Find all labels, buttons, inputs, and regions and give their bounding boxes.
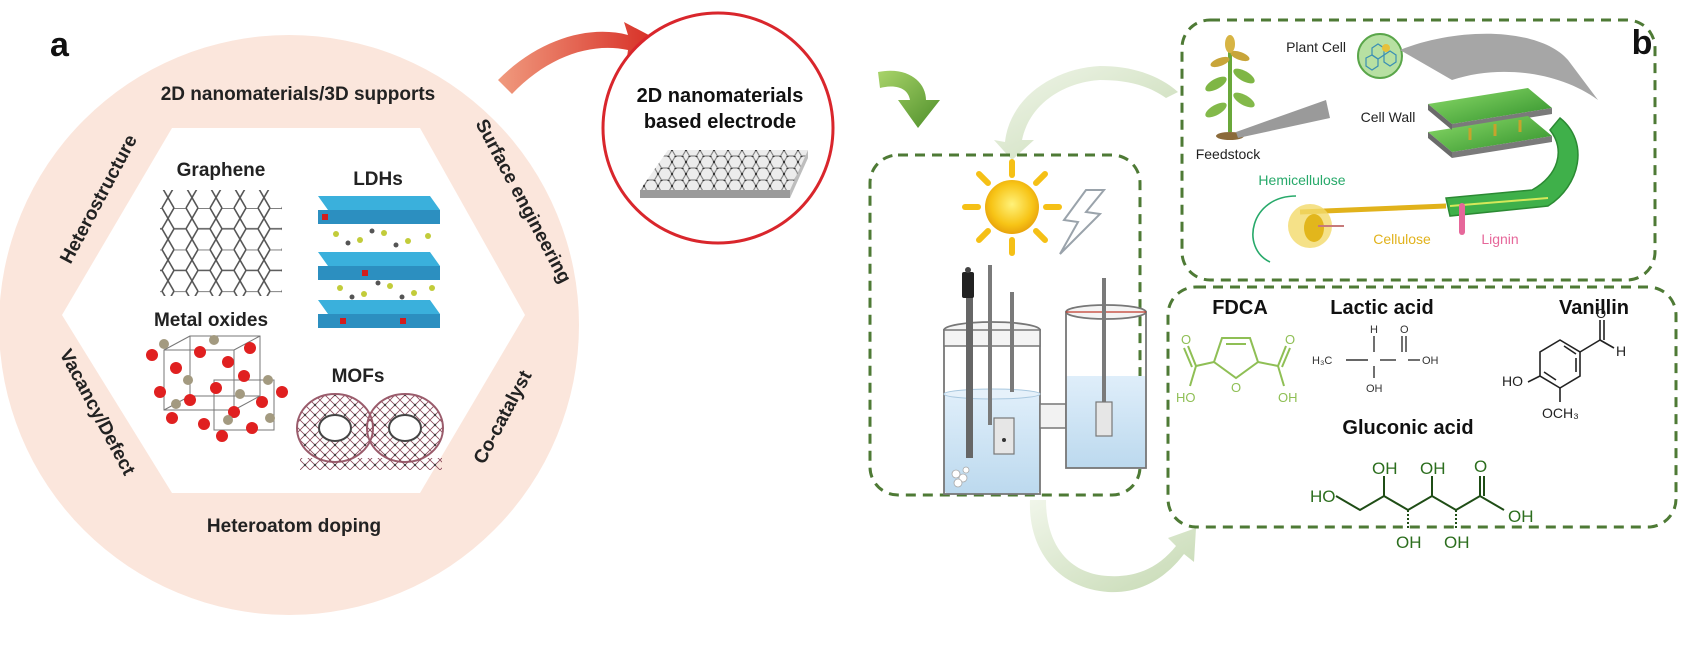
- label-fdca: FDCA: [1212, 297, 1268, 319]
- label-lignin: Lignin: [1481, 231, 1518, 247]
- ldh-structure: [318, 196, 440, 328]
- label-lactic-acid: Lactic acid: [1330, 297, 1433, 319]
- electrode-title-line2: based electrode: [644, 111, 796, 133]
- cell-box: [868, 153, 1147, 497]
- label-graphene: Graphene: [177, 160, 266, 181]
- label-hemicellulose: Hemicellulose: [1258, 172, 1345, 188]
- gluconic-oh-3: OH: [1396, 533, 1422, 552]
- sun-icon: [962, 159, 1062, 256]
- gluconic-acid-structure: [1335, 476, 1505, 530]
- plant-zoom-beam: [1236, 100, 1330, 138]
- label-cellulose: Cellulose: [1373, 231, 1431, 247]
- hemicellulose-strand: [1252, 195, 1297, 263]
- gluconic-o: O: [1474, 457, 1487, 476]
- label-mofs: MOFs: [332, 366, 385, 387]
- lactic-oh-right: OH: [1422, 355, 1439, 367]
- fdca-o-right: O: [1285, 332, 1295, 347]
- label-ldhs: LDHs: [353, 169, 403, 190]
- lactic-o: O: [1400, 324, 1409, 336]
- left-beaker: [943, 265, 1041, 495]
- vanillin-ho: HO: [1502, 373, 1523, 389]
- gluconic-oh-5: OH: [1508, 507, 1534, 526]
- gluconic-oh-1: OH: [1372, 459, 1398, 478]
- mof-structure: [296, 393, 444, 470]
- label-vanillin: Vanillin: [1559, 297, 1629, 319]
- lactic-oh-bottom: OH: [1366, 383, 1383, 395]
- metal-oxide-lattice: [146, 335, 288, 442]
- fdca-oh: OH: [1278, 390, 1298, 405]
- fdca-ring-o: O: [1231, 380, 1241, 395]
- plant-icon: [1205, 35, 1255, 140]
- vanillin-och3: OCH₃: [1542, 405, 1579, 421]
- gluconic-oh-2: OH: [1420, 459, 1446, 478]
- fdca-o-left: O: [1181, 332, 1191, 347]
- biomass-box: Feedstock Plant Cell Cell Wall: [1180, 18, 1657, 282]
- electrode-circle-group: 2D nanomaterials based electrode: [601, 11, 835, 245]
- green-curved-arrow: [878, 70, 940, 128]
- lightning-icon: [1059, 189, 1107, 255]
- label-plant-cell: Plant Cell: [1286, 39, 1346, 55]
- red-curved-arrow: [498, 22, 662, 94]
- lactic-h: H: [1370, 324, 1378, 336]
- label-metal-oxides: Metal oxides: [154, 310, 268, 331]
- cycle-arrow-top: [994, 66, 1178, 160]
- products-box: FDCA O O HO OH O Lactic acid H₃C H O: [1166, 285, 1678, 552]
- plant-cell-icon: [1357, 33, 1403, 79]
- fdca-structure: [1183, 337, 1291, 387]
- graphene-lattice: [160, 190, 282, 296]
- vanillin-o: O: [1596, 306, 1606, 321]
- cell-zoom-beam: [1400, 33, 1598, 100]
- gluconic-ho: HO: [1310, 487, 1336, 506]
- vanillin-h: H: [1616, 343, 1626, 359]
- label-cell-wall: Cell Wall: [1361, 109, 1416, 125]
- label-gluconic-acid: Gluconic acid: [1342, 417, 1473, 439]
- vanillin-structure: [1527, 320, 1615, 402]
- fibre-highlight: [1449, 197, 1549, 207]
- panel-letter-b: b: [1632, 24, 1653, 62]
- label-feedstock: Feedstock: [1196, 146, 1262, 162]
- label-heteroatom-doping: Heteroatom doping: [207, 516, 381, 537]
- cell-wall-icon: [1428, 88, 1552, 158]
- lactic-acid-structure: [1346, 336, 1420, 378]
- fdca-ho: HO: [1176, 390, 1196, 405]
- electrode-title-line1: 2D nanomaterials: [637, 85, 804, 107]
- panel-letter-a: a: [50, 26, 70, 64]
- label-2d-supports: 2D nanomaterials/3D supports: [161, 84, 436, 105]
- gluconic-oh-4: OH: [1444, 533, 1470, 552]
- right-beaker: [1065, 278, 1147, 469]
- fibre-bundle: [1445, 116, 1579, 217]
- cell-bridge: [1039, 403, 1067, 429]
- panel-a: a 2D nanomaterials/3D supports Heterostr…: [0, 26, 579, 615]
- cycle-arrow-bottom: [1029, 500, 1196, 593]
- lactic-h3c: H₃C: [1312, 355, 1332, 367]
- electrode-sheet: [640, 150, 808, 198]
- cellulose-fibril-icon: [1288, 204, 1344, 248]
